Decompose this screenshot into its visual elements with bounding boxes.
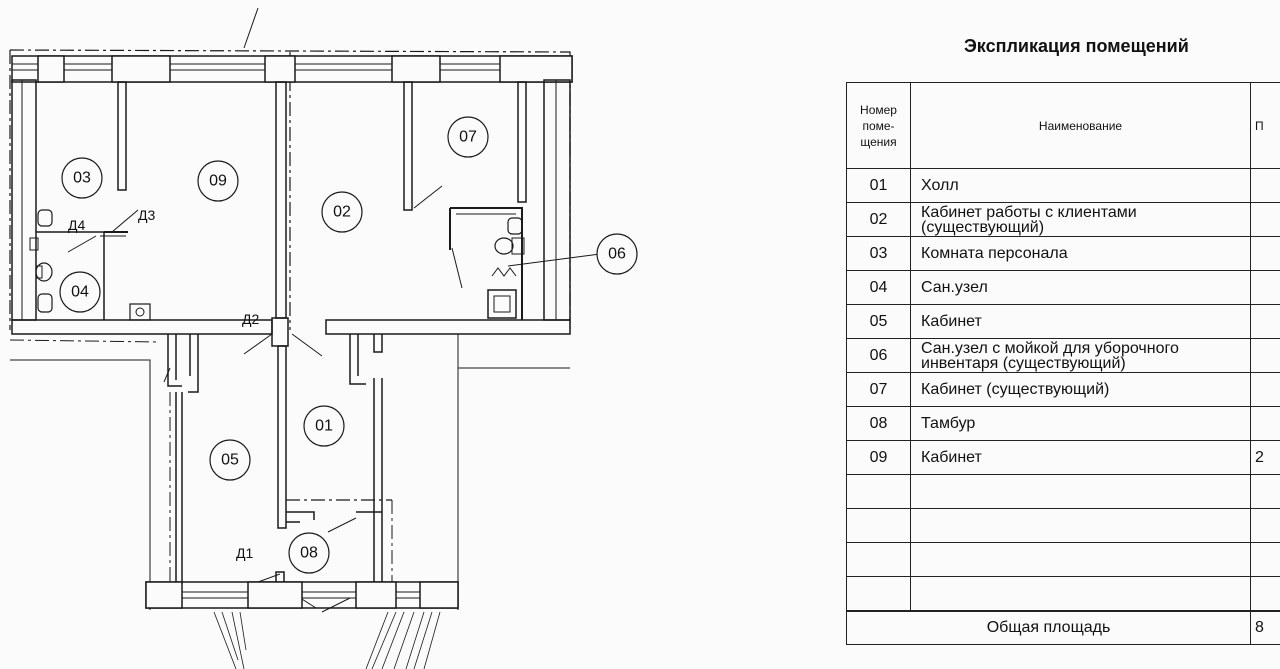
table-row-empty xyxy=(846,542,1280,577)
row-number: 05 xyxy=(846,304,911,339)
table-header-row: Номер поме-щения Наименование П xyxy=(846,82,1280,169)
row-name: Кабинет (существующий) xyxy=(910,372,1251,407)
table-row: 09 Кабинет 2 xyxy=(846,440,1280,475)
row-number: 08 xyxy=(846,406,911,441)
row-area xyxy=(1250,202,1280,237)
room-07-label: 07 xyxy=(459,129,477,146)
floor-plan: 01 02 03 04 05 06 07 08 09 Д1 Д2 Д3 Д4 xyxy=(9,7,638,669)
room-07-marker xyxy=(447,116,489,158)
room-09-label: 09 xyxy=(209,173,227,190)
row-number: 06 xyxy=(846,338,911,373)
row-name: Сан.узел с мойкой для уборочного инвента… xyxy=(910,338,1251,373)
row-name: Сан.узел xyxy=(910,270,1251,305)
table-row: 04 Сан.узел xyxy=(846,270,1280,305)
room-05-marker xyxy=(209,439,251,481)
room-08-marker xyxy=(288,532,330,574)
row-area xyxy=(1250,270,1280,305)
row-number: 09 xyxy=(846,440,911,475)
room-03-label: 03 xyxy=(73,170,91,187)
room-01-label: 01 xyxy=(315,418,333,435)
table-row: 07 Кабинет (существующий) xyxy=(846,372,1280,407)
row-area xyxy=(1250,236,1280,271)
row-number: 01 xyxy=(846,168,911,203)
table-row: 08 Тамбур xyxy=(846,406,1280,441)
header-name: Наименование xyxy=(910,82,1251,169)
room-04-label: 04 xyxy=(71,284,89,301)
table-row: 01 Холл xyxy=(846,168,1280,203)
header-area: П xyxy=(1250,82,1280,169)
total-value: 8 xyxy=(1250,609,1280,645)
row-area xyxy=(1250,406,1280,441)
header-number: Номер поме-щения xyxy=(846,82,911,169)
row-area xyxy=(1250,168,1280,203)
room-09-marker xyxy=(197,160,239,202)
row-number: 04 xyxy=(846,270,911,305)
row-area xyxy=(1250,372,1280,407)
table-row: 05 Кабинет xyxy=(846,304,1280,339)
explication-title: Экспликация помещений xyxy=(964,36,1189,56)
row-number: 03 xyxy=(846,236,911,271)
room-06-marker xyxy=(596,233,638,275)
door-d2-label: Д2 xyxy=(242,311,259,327)
table-row-empty xyxy=(846,508,1280,543)
row-number: 02 xyxy=(846,202,911,237)
table-row-empty xyxy=(846,474,1280,509)
table-row: 06 Сан.узел с мойкой для уборочного инве… xyxy=(846,338,1280,373)
explication-table: Номер поме-щения Наименование П 01 Холл … xyxy=(846,82,1280,645)
row-name: Кабинет работы с клиентами (существующий… xyxy=(910,202,1251,237)
room-04-marker xyxy=(59,271,101,313)
row-name: Комната персонала xyxy=(910,236,1251,271)
room-08-label: 08 xyxy=(300,545,318,562)
row-name: Холл xyxy=(910,168,1251,203)
row-name: Тамбур xyxy=(910,406,1251,441)
door-d4-label: Д4 xyxy=(68,217,85,233)
total-label: Общая площадь xyxy=(846,609,1251,645)
table-row-empty xyxy=(846,576,1280,611)
table-row: 03 Комната персонала xyxy=(846,236,1280,271)
room-06-label: 06 xyxy=(608,246,626,263)
door-d3-label: Д3 xyxy=(138,207,155,223)
row-name: Кабинет xyxy=(910,304,1251,339)
room-02-label: 02 xyxy=(333,204,351,221)
row-area: 2 xyxy=(1250,440,1280,475)
room-01-marker xyxy=(303,405,345,447)
row-area xyxy=(1250,304,1280,339)
row-number: 07 xyxy=(846,372,911,407)
room-03-marker xyxy=(61,157,103,199)
row-area xyxy=(1250,338,1280,373)
row-name: Кабинет xyxy=(910,440,1251,475)
door-d1-label: Д1 xyxy=(236,545,253,561)
table-row: 02 Кабинет работы с клиентами (существую… xyxy=(846,202,1280,237)
table-total-row: Общая площадь 8 xyxy=(846,609,1280,645)
room-05-label: 05 xyxy=(221,452,239,469)
room-02-marker xyxy=(321,191,363,233)
